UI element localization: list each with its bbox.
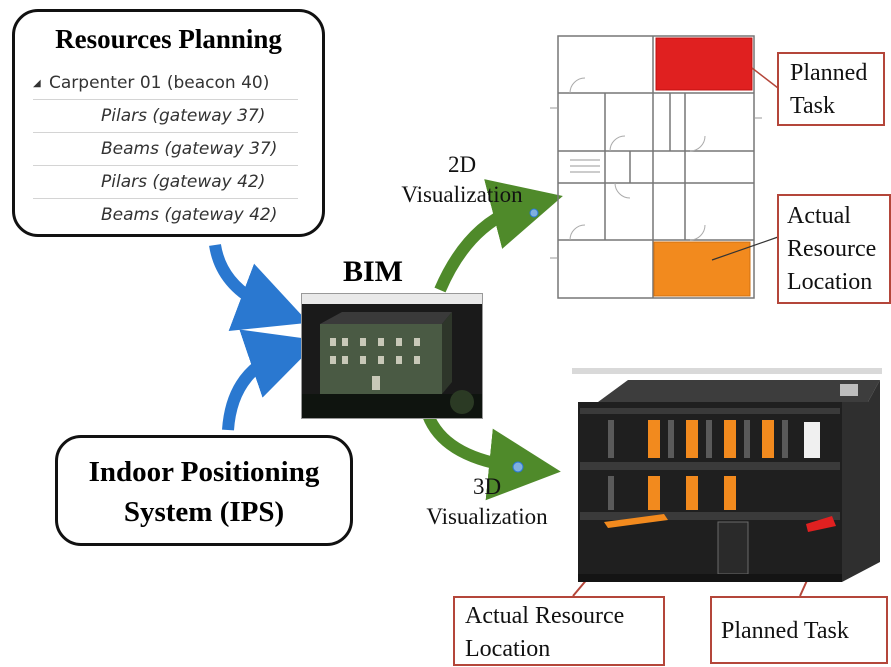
callout-planned-2d-line1: Planned xyxy=(790,60,868,86)
callout-actual-resource-3d: Actual Resource Location xyxy=(453,596,665,666)
resource-item-row: Beams (gateway 42) xyxy=(33,199,298,232)
callout-actual-2d-line1: Actual xyxy=(787,203,851,229)
callout-actual-resource-2d: Actual Resource Location xyxy=(777,194,891,304)
arrow-bim-to-3d xyxy=(422,412,561,501)
resource-parent-row: ◢ Carpenter 01 (beacon 40) xyxy=(33,67,298,100)
callout-planned-3d-line1: Planned Task xyxy=(721,618,849,644)
planned-task-room-2d xyxy=(655,37,753,91)
viz-3d-line1: 3D xyxy=(472,474,502,499)
ips-box: Indoor Positioning System (IPS) xyxy=(55,435,353,546)
planned-task-marker-3d xyxy=(806,516,836,532)
arrow-resources-to-bim xyxy=(209,243,309,331)
bim-title: BIM xyxy=(343,255,403,288)
ips-label-line2: System (IPS) xyxy=(123,496,285,528)
resource-item-label: Pilars (gateway 42) xyxy=(101,172,266,192)
ips-label-line1: Indoor Positioning xyxy=(88,456,320,488)
actual-resource-room-2d xyxy=(653,241,751,297)
callout-actual-2d-line3: Location xyxy=(787,269,873,295)
resource-item-label: Beams (gateway 37) xyxy=(101,139,278,159)
callout-actual-3d-line1: Actual Resource xyxy=(465,603,625,629)
bim-building-image xyxy=(302,294,482,418)
resource-item-label: Beams (gateway 42) xyxy=(101,205,278,225)
callout-planned-task-3d: Planned Task xyxy=(710,596,888,664)
callout-planned-task-2d: Planned Task xyxy=(777,52,885,126)
resource-item-row: Beams (gateway 37) xyxy=(33,133,298,166)
callout-actual-2d-line2: Resource xyxy=(787,236,877,262)
resources-planning-panel: Resources Planning ◢ Carpenter 01 (beaco… xyxy=(12,9,325,237)
callout-planned-2d-line2: Task xyxy=(790,93,835,119)
bim-model-thumbnail xyxy=(301,293,483,419)
viz-2d-line2: Visualization xyxy=(401,182,523,207)
building-3d-drawing xyxy=(572,368,882,582)
resources-planning-title: Resources Planning xyxy=(55,24,282,54)
actual-resource-marker-3d xyxy=(604,514,668,528)
resource-item-label: Pilars (gateway 37) xyxy=(101,106,266,126)
resource-parent-label: Carpenter 01 (beacon 40) xyxy=(49,73,270,93)
resource-item-row: Pilars (gateway 37) xyxy=(33,100,298,133)
floor-plan-drawing xyxy=(550,35,762,299)
viz-2d-label: 2D Visualization xyxy=(387,150,537,210)
collapse-triangle-icon: ◢ xyxy=(33,78,41,89)
floor-plan-2d xyxy=(540,18,772,310)
ips-label: Indoor Positioning System (IPS) xyxy=(58,452,350,532)
viz-2d-line1: 2D xyxy=(447,152,477,177)
arrow-bim-to-2d xyxy=(434,179,563,293)
resource-item-row: Pilars (gateway 42) xyxy=(33,166,298,199)
viz-3d-label: 3D Visualization xyxy=(412,472,562,532)
viz-3d-line2: Visualization xyxy=(426,504,548,529)
arrow-ips-to-bim xyxy=(222,329,320,431)
callout-actual-3d-line2: Location xyxy=(465,636,551,662)
building-3d-view xyxy=(568,362,886,590)
